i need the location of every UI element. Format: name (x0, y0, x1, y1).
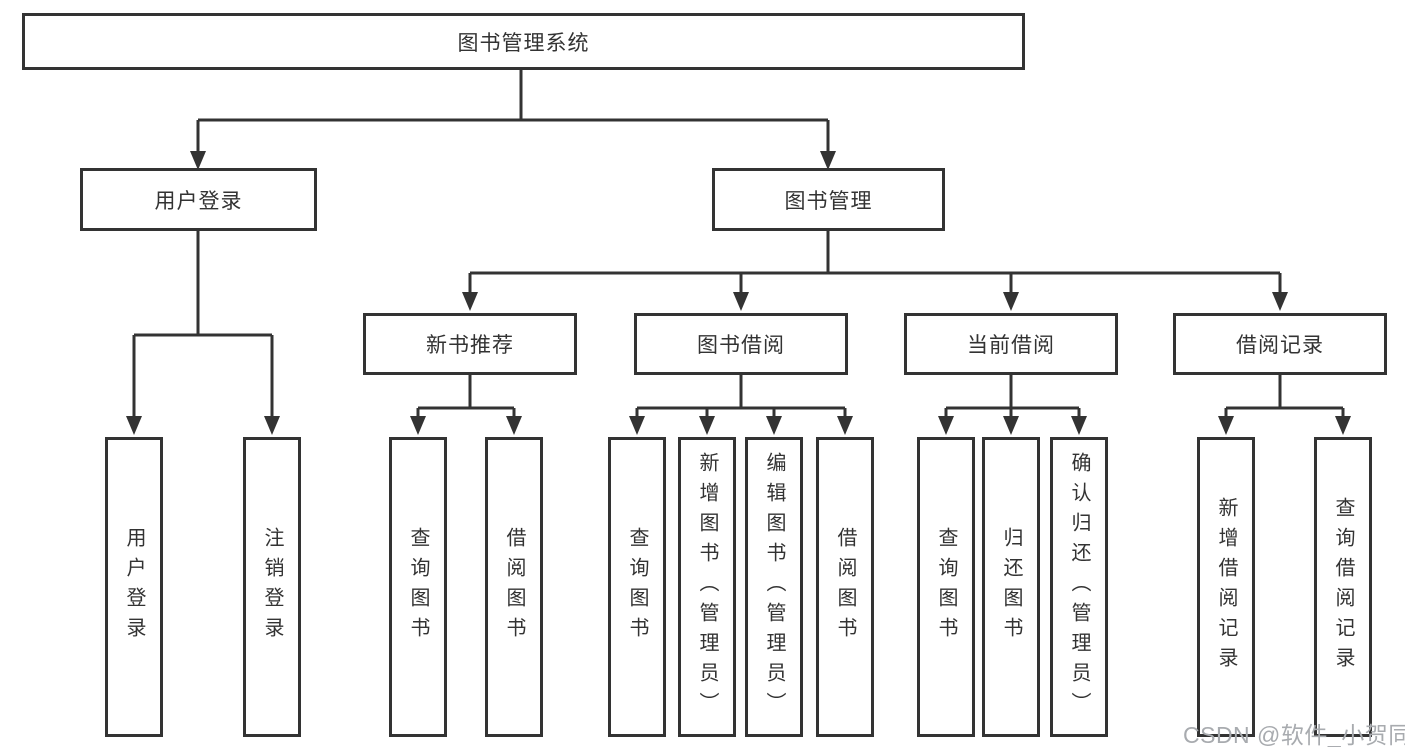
node-label: 新增借阅记录 (1215, 497, 1237, 677)
node-book-management: 图书管理 (712, 168, 945, 231)
leaf-bb-query-book: 查询图书 (608, 437, 666, 737)
node-library-system: 图书管理系统 (22, 13, 1025, 70)
leaf-br-add-record: 新增借阅记录 (1197, 437, 1255, 737)
node-book-borrow: 图书借阅 (634, 313, 848, 375)
node-label: 查询图书 (626, 527, 648, 647)
node-label: 查询图书 (935, 527, 957, 647)
node-label: 归还图书 (1000, 527, 1022, 647)
leaf-nbr-query-book: 查询图书 (389, 437, 447, 737)
connector-borrow-records-to-leaves (1218, 375, 1351, 435)
leaf-bb-borrow-book: 借阅图书 (816, 437, 874, 737)
node-label: 用户登录 (123, 527, 145, 647)
node-label: 注销登录 (261, 527, 283, 647)
leaf-cb-query-book: 查询图书 (917, 437, 975, 737)
node-label: 借阅图书 (834, 527, 856, 647)
leaf-br-query-record: 查询借阅记录 (1314, 437, 1372, 737)
node-label: 确认归还（管理员） (1068, 452, 1090, 722)
node-label: 当前借阅 (967, 334, 1055, 357)
node-new-book-recommend: 新书推荐 (363, 313, 577, 375)
connector-new-book-recommend-to-leaves (410, 375, 522, 435)
connector-book-management-to-level3 (462, 231, 1288, 311)
leaf-nbr-borrow-book: 借阅图书 (485, 437, 543, 737)
leaf-logout: 注销登录 (243, 437, 301, 737)
node-current-borrow: 当前借阅 (904, 313, 1118, 375)
node-borrow-records: 借阅记录 (1173, 313, 1387, 375)
leaf-cb-confirm-return-admin: 确认归还（管理员） (1050, 437, 1108, 737)
node-label: 新书推荐 (426, 334, 514, 357)
node-label: 借阅记录 (1236, 334, 1324, 357)
connector-current-borrow-to-leaves (938, 375, 1087, 435)
leaf-bb-add-book-admin: 新增图书（管理员） (678, 437, 736, 737)
node-label: 编辑图书（管理员） (763, 452, 785, 722)
connector-book-borrow-to-leaves (629, 375, 853, 435)
connector-root-to-level2 (190, 70, 836, 170)
node-label: 查询图书 (407, 527, 429, 647)
leaf-cb-return-book: 归还图书 (982, 437, 1040, 737)
node-label: 图书借阅 (697, 334, 785, 357)
node-label: 图书管理系统 (457, 31, 590, 55)
node-label: 查询借阅记录 (1332, 497, 1354, 677)
node-label: 图书管理 (784, 189, 873, 213)
node-label: 借阅图书 (503, 527, 525, 647)
leaf-user-login: 用户登录 (105, 437, 163, 737)
connector-user-login-to-leaves (126, 231, 280, 435)
watermark: CSDN @软件_小贺同学 (1183, 722, 1405, 747)
node-user-login: 用户登录 (80, 168, 317, 231)
node-label: 用户登录 (154, 189, 243, 213)
leaf-bb-edit-book-admin: 编辑图书（管理员） (745, 437, 803, 737)
node-label: 新增图书（管理员） (696, 452, 718, 722)
